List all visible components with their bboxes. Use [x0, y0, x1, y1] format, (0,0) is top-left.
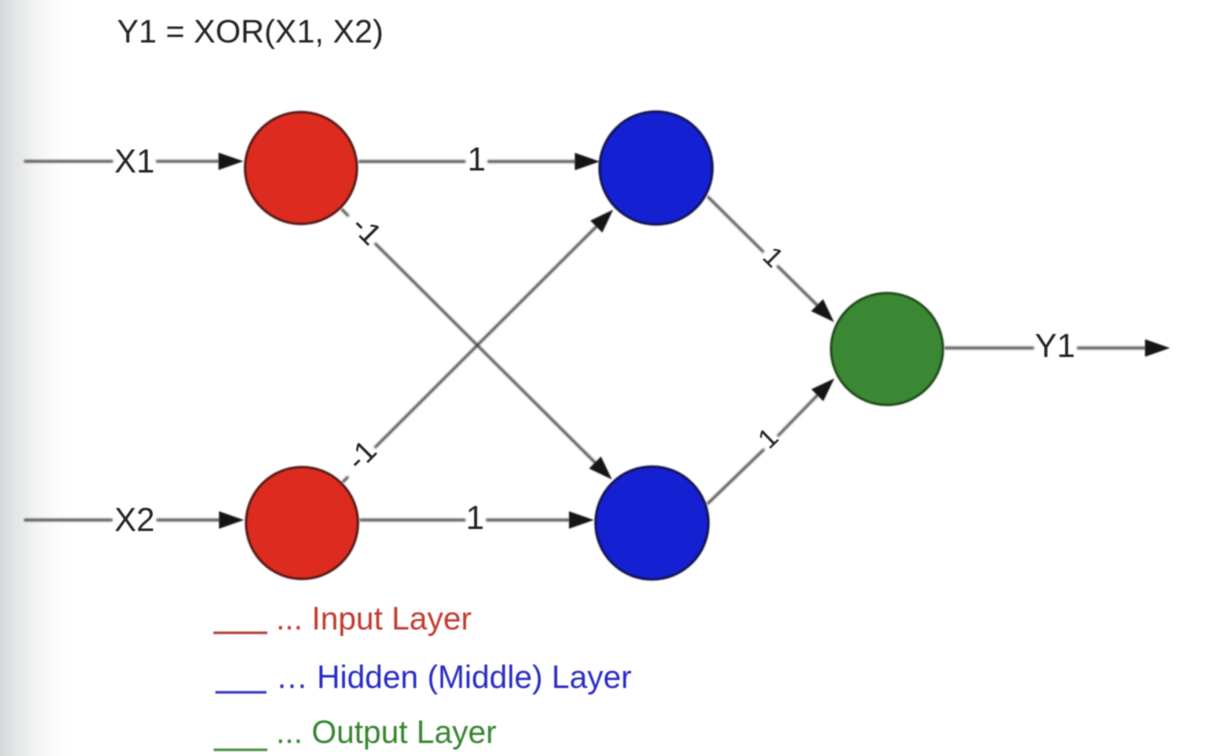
svg-text:Y1 = XOR(X1, X2): Y1 = XOR(X1, X2): [117, 14, 383, 50]
svg-text:1: 1: [466, 499, 484, 536]
svg-text:... Input Layer: ... Input Layer: [276, 600, 472, 636]
svg-text:... Output Layer: ... Output Layer: [276, 714, 497, 750]
svg-text:X1: X1: [114, 142, 154, 179]
svg-text:1: 1: [757, 240, 790, 273]
svg-text:1: 1: [467, 141, 485, 178]
svg-text:1: 1: [752, 422, 785, 455]
svg-text:-1: -1: [340, 434, 383, 477]
svg-text:-1: -1: [345, 209, 388, 252]
svg-text:Y1: Y1: [1035, 327, 1075, 364]
svg-text:… Hidden (Middle) Layer: … Hidden (Middle) Layer: [276, 659, 632, 695]
svg-text:X2: X2: [114, 501, 154, 538]
